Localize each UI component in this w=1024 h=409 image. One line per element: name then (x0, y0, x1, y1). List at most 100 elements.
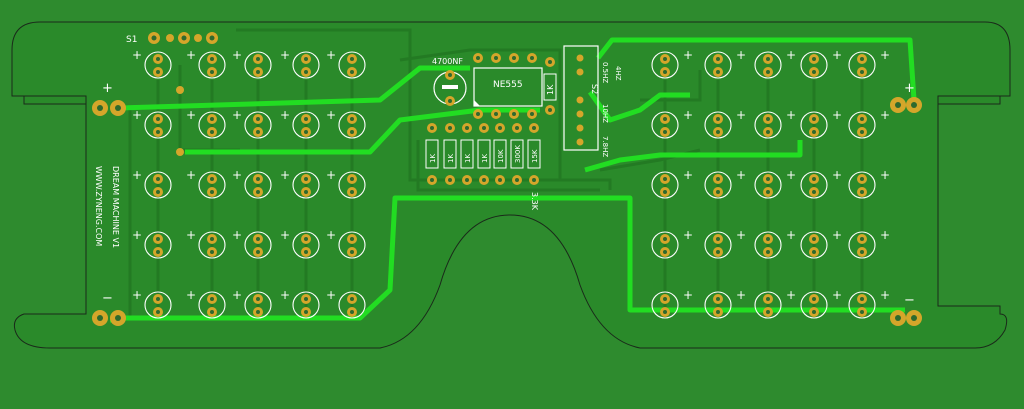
pad-hole (350, 237, 354, 241)
led: + (754, 108, 796, 139)
led-outline (651, 291, 679, 319)
pad-hole (812, 57, 816, 61)
pad-hole (663, 117, 667, 121)
led-plus-label: + (880, 168, 890, 182)
led: + (132, 108, 172, 139)
led: + (704, 48, 746, 79)
led-plus-label: + (132, 48, 142, 62)
pad-hole (156, 297, 160, 301)
led-outline (338, 231, 366, 259)
pad-hole (256, 177, 260, 181)
pad-hole (210, 250, 214, 254)
led-outline (651, 111, 679, 139)
led-plus-label: + (786, 228, 796, 242)
pad-hole (156, 177, 160, 181)
pad-hole (304, 117, 308, 121)
led: + (754, 168, 796, 199)
led: + (280, 228, 320, 259)
led-outline (754, 291, 782, 319)
pad-hole (156, 237, 160, 241)
led: + (186, 228, 226, 259)
freq-10hz: 10HZ (601, 104, 609, 123)
pad-hole (766, 117, 770, 121)
led-outline (754, 231, 782, 259)
pad-hole (482, 126, 486, 130)
pad-hole (350, 70, 354, 74)
resistor-label: 300K (514, 145, 522, 163)
pad-hole (210, 297, 214, 301)
led-plus-label: + (326, 48, 336, 62)
led-plus-label: + (880, 288, 890, 302)
led-outline (848, 171, 876, 199)
pad-hole (860, 237, 864, 241)
led-outline (848, 111, 876, 139)
pad-hole (498, 126, 502, 130)
led-outline (848, 291, 876, 319)
led: + (280, 48, 320, 79)
led: + (186, 288, 226, 319)
led-outline (651, 171, 679, 199)
pad-hole (812, 130, 816, 134)
led: + (232, 108, 272, 139)
resistor-body (460, 139, 474, 169)
led-outline (800, 111, 828, 139)
pad-hole (766, 70, 770, 74)
power-plus-left: + (102, 81, 113, 96)
led-plus-label: + (280, 48, 290, 62)
led: + (326, 48, 366, 79)
led: + (232, 168, 272, 199)
led-outline (800, 291, 828, 319)
led-outline (800, 51, 828, 79)
resistor-label: 1K (429, 154, 437, 163)
pad-hole (812, 117, 816, 121)
pad-hole (448, 178, 452, 182)
led: + (651, 288, 693, 319)
pad-hole (256, 70, 260, 74)
led: + (651, 228, 693, 259)
led-outline (144, 231, 172, 259)
pad-hole (430, 178, 434, 182)
power-pads (92, 97, 922, 326)
pad-hole (498, 178, 502, 182)
pad-hole (812, 237, 816, 241)
switch-s1-pads (148, 32, 218, 156)
pad-hole (494, 112, 498, 116)
freq-0-5hz: 0.5HZ (601, 62, 609, 83)
led-plus-label: + (326, 288, 336, 302)
led-plus-label: + (132, 288, 142, 302)
led-outline (244, 51, 272, 79)
pad-hole (860, 130, 864, 134)
pad-hole (663, 70, 667, 74)
led: + (232, 48, 272, 79)
led-outline (800, 231, 828, 259)
pad-hole (716, 310, 720, 314)
led-outline (198, 171, 226, 199)
pad-hole (304, 237, 308, 241)
led: + (132, 288, 172, 319)
capacitor-4700nf (433, 70, 467, 106)
led: + (326, 168, 366, 199)
resistor-1k-right (543, 57, 557, 115)
led: + (280, 288, 320, 319)
pad-hole (860, 177, 864, 181)
resistor-label: 1K (481, 154, 489, 163)
led-plus-label: + (786, 168, 796, 182)
led-plus-label: + (832, 228, 842, 242)
led-outline (338, 171, 366, 199)
pad-hole (663, 177, 667, 181)
led-plus-label: + (880, 48, 890, 62)
led: + (651, 48, 693, 79)
pad-hole (766, 310, 770, 314)
pad-hole (304, 130, 308, 134)
led: + (132, 228, 172, 259)
pad-hole (663, 190, 667, 194)
pad-hole (210, 57, 214, 61)
pad-hole (860, 310, 864, 314)
pad-hole (663, 237, 667, 241)
pad-hole (156, 117, 160, 121)
side-text-dream-machine: DREAM MACHINE V1 (111, 166, 120, 248)
led: + (186, 48, 226, 79)
freq-4hz: 4HZ (614, 66, 622, 81)
pad-hole (156, 190, 160, 194)
resistor-label: 15K (531, 149, 539, 163)
